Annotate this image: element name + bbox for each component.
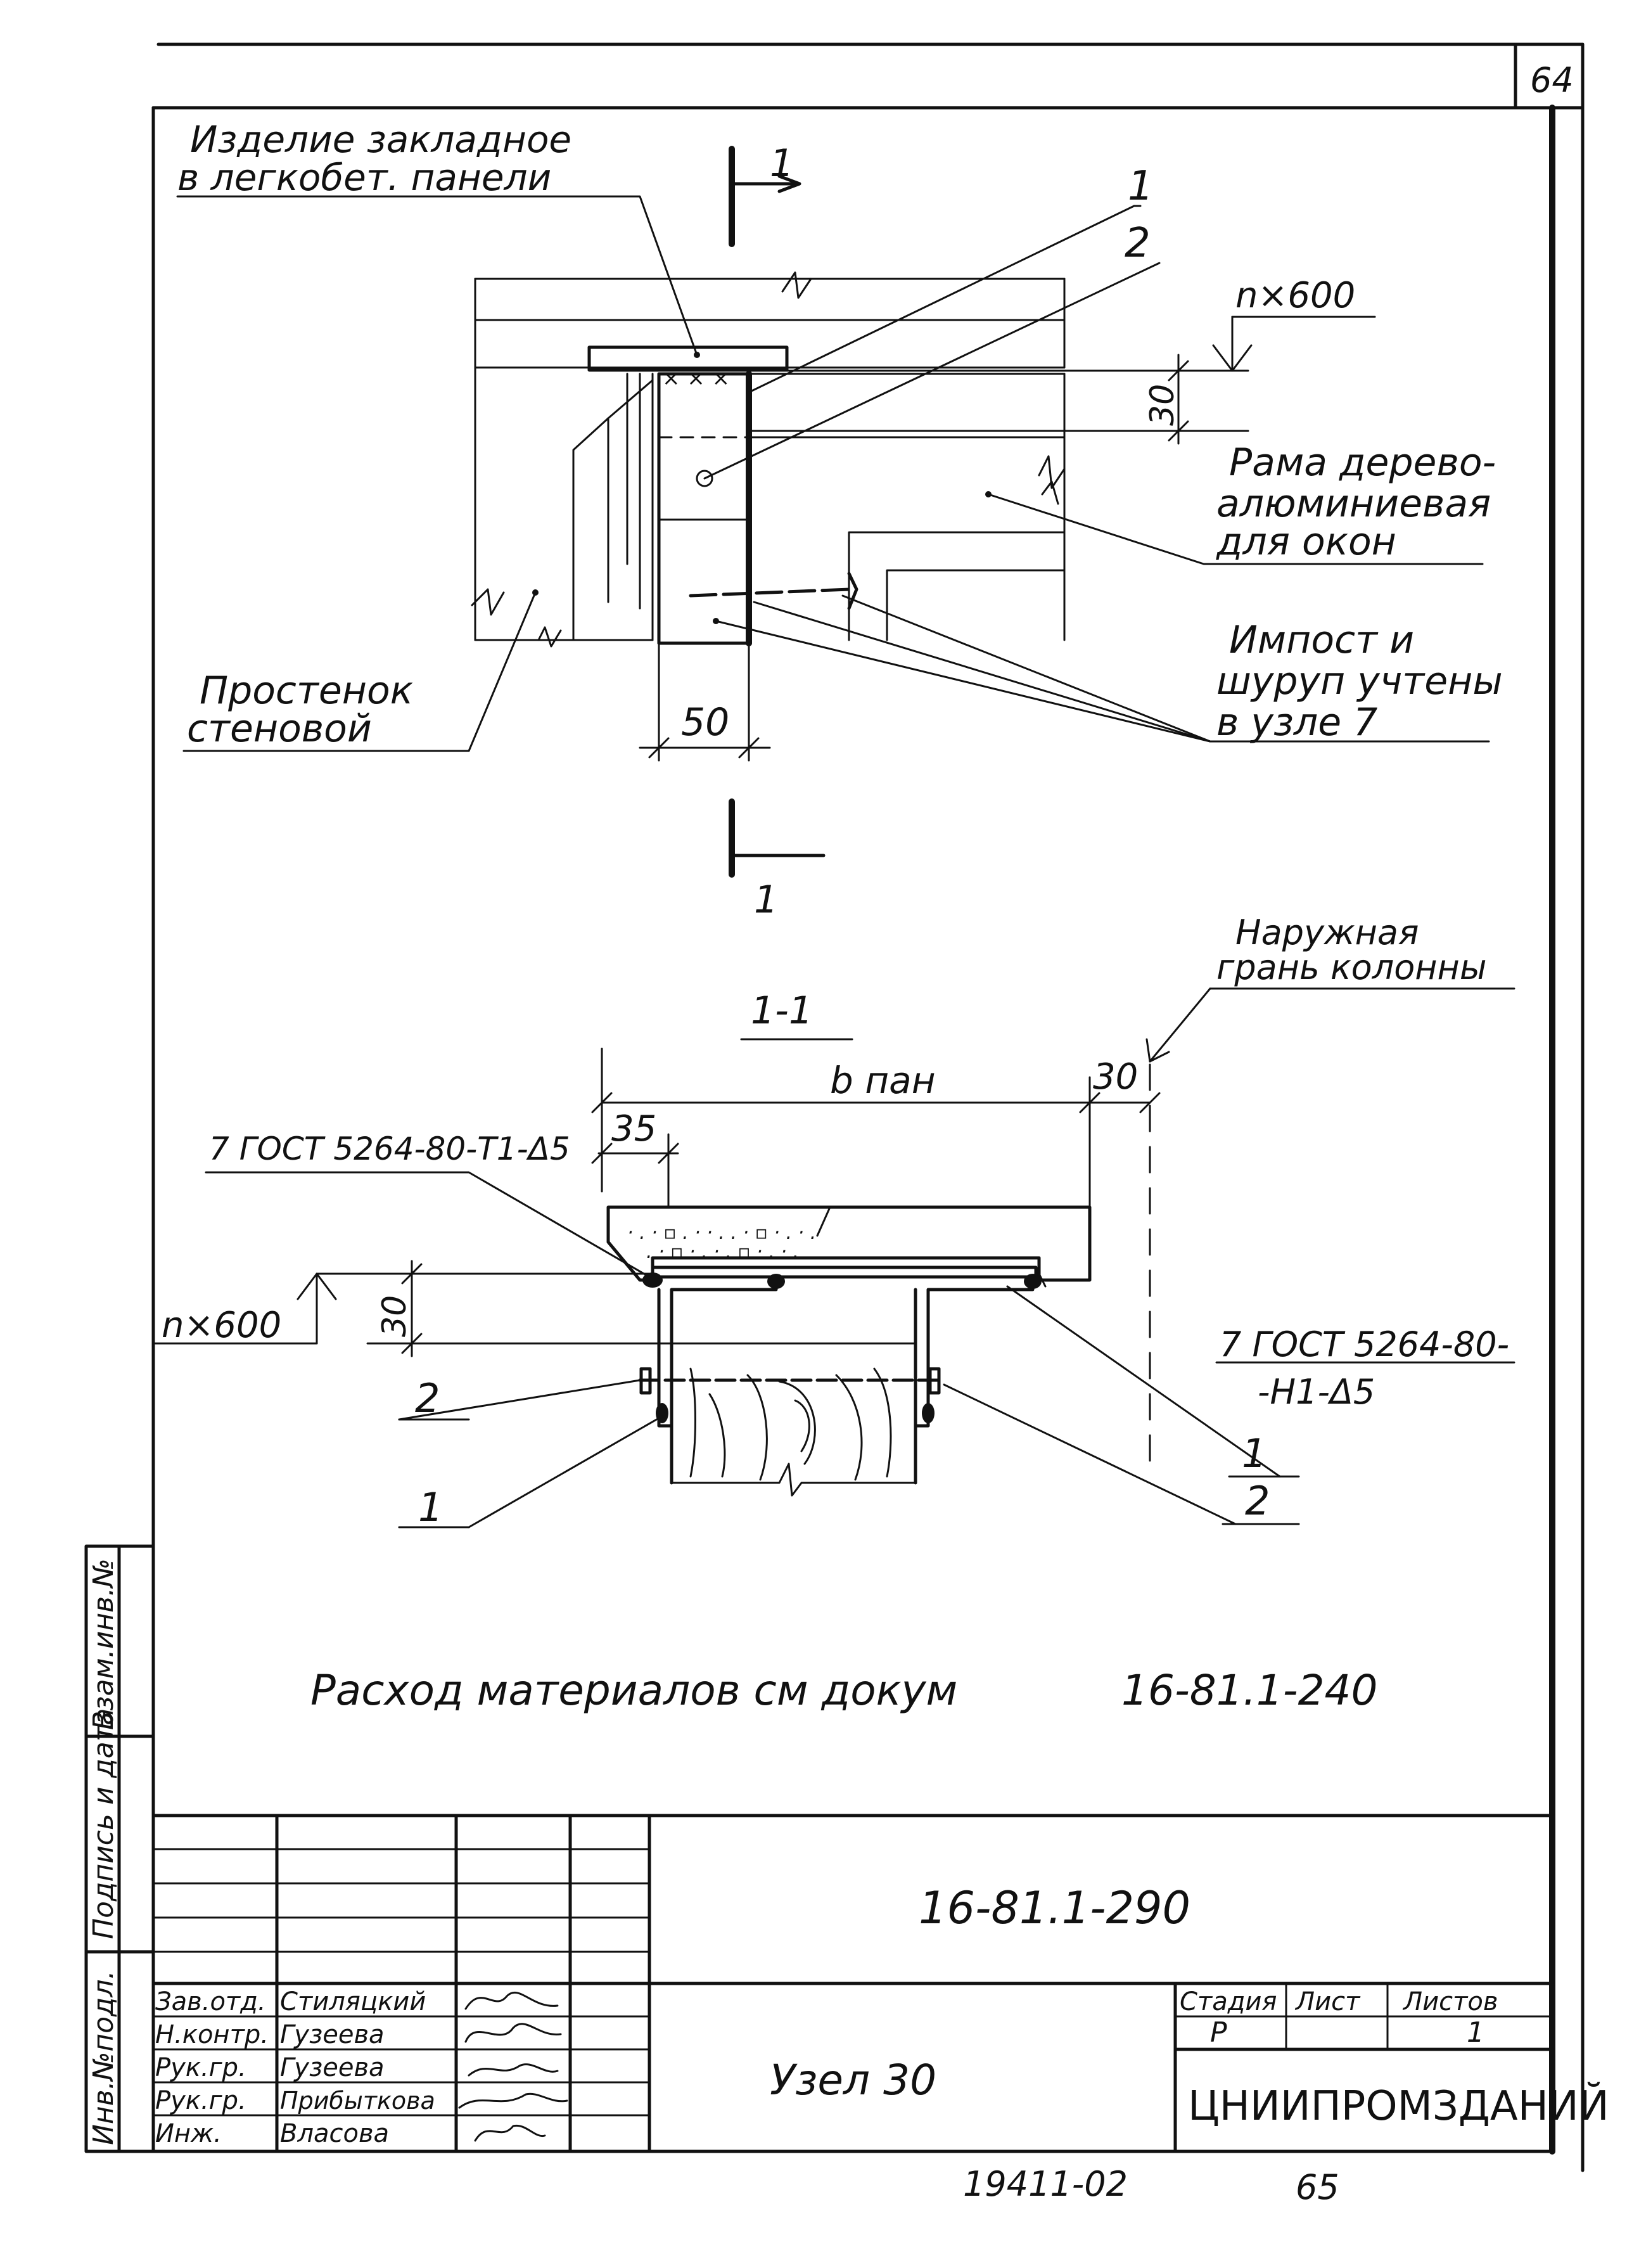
plan-view: × × × 30 <box>176 118 1503 922</box>
plan-callout-1: 1 <box>1128 163 1154 210</box>
label-embedded-part-2: в легкобет. панели <box>177 156 551 199</box>
label-frame-1: Рама дерево- <box>1229 440 1496 485</box>
label-embedded-part-1: Изделие закладное <box>190 118 571 161</box>
role-1: Зав.отд. <box>155 1987 266 2016</box>
organization: ЦНИИПРОМЗДАНИЙ <box>1188 2082 1609 2130</box>
label-outer-face-2: грань колонны <box>1216 947 1487 987</box>
plan-dim-50: 50 <box>681 700 729 745</box>
node-title: Узел 30 <box>770 2056 936 2105</box>
stamp-signature-date: Подпись и дата <box>87 1708 120 1939</box>
name-5: Власова <box>280 2119 389 2148</box>
footer-code: 19411-02 <box>963 2164 1128 2204</box>
section-dim-n600: n×600 <box>162 1305 281 1346</box>
sheet-number-top: 64 <box>1530 60 1574 100</box>
plan-callout-2: 2 <box>1125 220 1151 267</box>
dim-30-top: 30 <box>1093 1056 1138 1098</box>
sheets-value: 1 <box>1467 2016 1484 2049</box>
section-1-1: 1-1 Наружная грань колонны b пан 30 35 ·… <box>154 913 1515 1530</box>
section-callout-left-1: 1 <box>418 1484 443 1530</box>
section-callout-right-1: 1 <box>1242 1430 1266 1477</box>
role-2: Н.контр. <box>155 2020 269 2049</box>
title-block: 16-81.1-290 Узел 30 Зав.отд. Н.контр. Ру… <box>151 1814 1609 2153</box>
svg-text:× × ×: × × × <box>662 366 730 391</box>
label-frame-3: для окон <box>1216 520 1396 564</box>
label-note-3: в узле 7 <box>1216 700 1377 745</box>
stage-header: Стадия <box>1180 1987 1277 2016</box>
plan-dim-n600: n×600 <box>1235 275 1355 316</box>
weld-right-label-2: -Н1-Δ5 <box>1258 1372 1375 1412</box>
name-4: Прибыткова <box>280 2087 435 2115</box>
side-stamp: Инв.№подл. Подпись и дата Взам.инв.№ <box>84 1544 155 2153</box>
svg-text:. · ▫ · . · . ▫ ·: . · ▫ · . · . ▫ · . · . <box>646 1241 799 1263</box>
section-title: 1-1 <box>751 989 813 1033</box>
dim-b-pan: b пан <box>830 1059 936 1102</box>
name-2: Гузеева <box>280 2020 385 2049</box>
materials-note: Расход материалов см докум <box>310 1666 957 1715</box>
materials-doc: 16-81.1-240 <box>1121 1666 1378 1715</box>
stamp-vzam-inv: Взам.инв.№ <box>87 1558 120 1730</box>
label-wall-1: Простенок <box>200 669 413 713</box>
plan-dim-30: 30 <box>1144 384 1182 426</box>
stamp-inv-podl: Инв.№подл. <box>87 1970 120 2145</box>
role-5: Инж. <box>155 2119 222 2148</box>
doc-code: 16-81.1-290 <box>919 1882 1190 1934</box>
name-1: Стиляцкий <box>280 1987 426 2016</box>
plan-section-mark-top: 1 <box>770 141 794 186</box>
dim-35: 35 <box>611 1108 656 1150</box>
label-outer-face-1: Наружная <box>1235 913 1419 952</box>
weld-right-label-1: 7 ГОСТ 5264-80- <box>1220 1324 1509 1364</box>
label-frame-2: алюминиевая <box>1216 482 1491 526</box>
plan-section-mark-bottom: 1 <box>754 878 778 922</box>
svg-text:· . · ▫ . · · . . ·: · . · ▫ . · · . . · ▫ · . · . <box>627 1222 816 1244</box>
footer-page: 65 <box>1296 2167 1339 2207</box>
section-callout-left-2: 2 <box>415 1375 440 1421</box>
stage-value: Р <box>1210 2016 1227 2049</box>
sheet-header: Лист <box>1294 1987 1361 2016</box>
role-3: Рук.гр. <box>155 2053 246 2082</box>
signatures <box>458 1991 568 2142</box>
weld-left-label: 7 ГОСТ 5264-80-Т1-Δ5 <box>209 1131 570 1167</box>
label-note-1: Импост и <box>1229 618 1414 662</box>
dim-30-left: 30 <box>376 1295 414 1337</box>
label-note-2: шуруп учтены <box>1216 659 1503 703</box>
section-callout-right-2: 2 <box>1245 1478 1270 1524</box>
sheets-header: Листов <box>1402 1987 1498 2016</box>
label-wall-2: стеновой <box>187 707 372 751</box>
role-4: Рук.гр. <box>155 2086 246 2115</box>
name-3: Гузеева <box>280 2053 385 2082</box>
sheet-frame <box>151 42 1585 2172</box>
